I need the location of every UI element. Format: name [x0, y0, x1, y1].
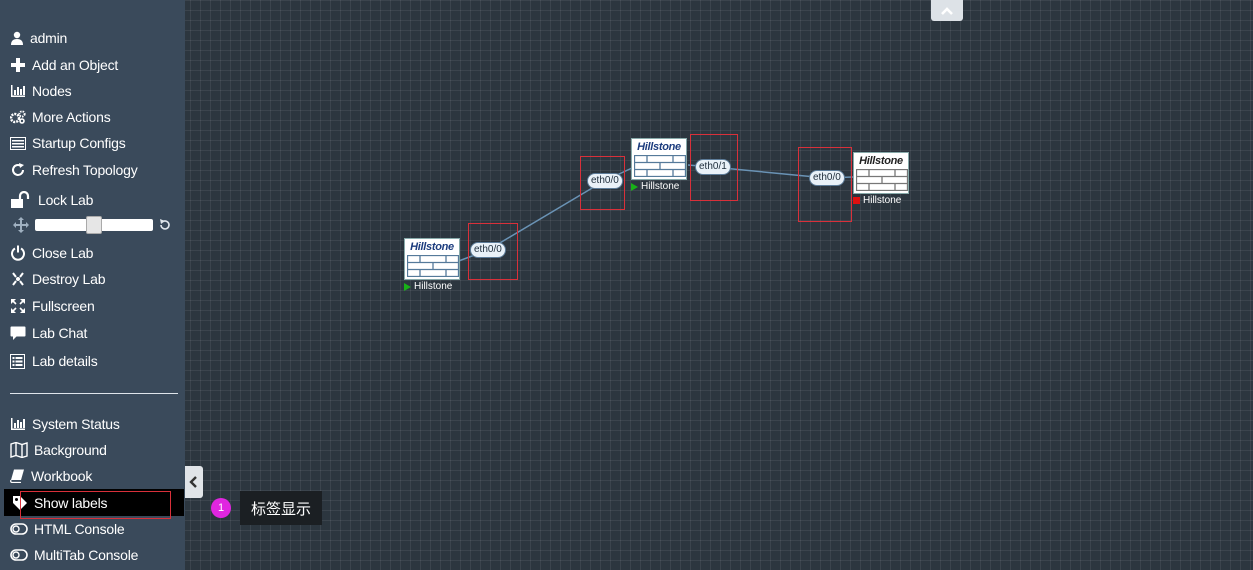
- zoom-slider[interactable]: [35, 216, 153, 234]
- sidebar-item-show-labels[interactable]: Show labels: [4, 489, 184, 516]
- sidebar-item-label: System Status: [32, 416, 120, 432]
- sidebar-item-label: More Actions: [32, 109, 111, 125]
- sidebar-item-label: Add an Object: [32, 57, 119, 73]
- sidebar: admin Add an Object Nodes More Actions S…: [0, 0, 185, 570]
- sidebar-item-workbook[interactable]: Workbook: [10, 464, 175, 488]
- tooltip-text: 标签显示: [240, 491, 322, 525]
- scroll-top-button[interactable]: [931, 0, 963, 21]
- sidebar-item-label: Close Lab: [32, 245, 94, 261]
- plus-icon: [11, 58, 25, 72]
- zoom-control: [12, 216, 172, 234]
- details-icon: [10, 353, 25, 369]
- sidebar-item-add-object[interactable]: Add an Object: [10, 53, 175, 77]
- node-brand: Hillstone: [410, 241, 454, 253]
- node-brand: Hillstone: [637, 141, 681, 153]
- sidebar-item-startup-configs[interactable]: Startup Configs: [10, 131, 175, 155]
- sidebar-item-label: Startup Configs: [32, 135, 126, 151]
- firewall-icon: Hillstone: [404, 238, 460, 280]
- node-label: Hillstone: [853, 195, 909, 206]
- interface-label[interactable]: eth0/0: [809, 170, 845, 186]
- sidebar-item-label: Workbook: [31, 468, 93, 484]
- link-node2-node3[interactable]: [711, 166, 827, 179]
- destroy-icon: [12, 272, 24, 286]
- node-brand: Hillstone: [859, 155, 903, 167]
- sidebar-item-html-console[interactable]: HTML Console: [10, 517, 175, 541]
- expand-icon: [11, 299, 25, 313]
- sidebar-item-lab-chat[interactable]: Lab Chat: [10, 321, 175, 345]
- node-label: Hillstone: [404, 281, 460, 292]
- sidebar-item-refresh-topology[interactable]: Refresh Topology: [10, 158, 175, 182]
- refresh-icon: [12, 163, 24, 176]
- reset-zoom-icon[interactable]: [158, 218, 172, 232]
- node-1[interactable]: Hillstone Hillstone: [404, 238, 460, 292]
- sidebar-item-nodes[interactable]: Nodes: [10, 79, 175, 103]
- sidebar-item-background[interactable]: Background: [10, 438, 175, 462]
- sidebar-item-label: Refresh Topology: [32, 162, 138, 178]
- power-icon: [11, 245, 25, 261]
- chevron-left-icon: [189, 476, 197, 488]
- zoom-slider-thumb[interactable]: [86, 216, 102, 234]
- chat-icon: [10, 326, 26, 340]
- chevron-up-icon: [941, 6, 953, 15]
- running-status-icon: [631, 182, 638, 191]
- sidebar-item-label: HTML Console: [34, 521, 125, 537]
- sidebar-divider: [10, 393, 178, 394]
- running-status-icon: [404, 282, 411, 291]
- user-icon: [11, 31, 23, 45]
- sidebar-item-label: Fullscreen: [32, 298, 95, 314]
- node-name: Hillstone: [641, 181, 680, 192]
- node-2[interactable]: Hillstone Hillstone: [631, 138, 687, 192]
- toggle-icon: [10, 549, 28, 561]
- interface-label[interactable]: eth0/0: [470, 242, 506, 258]
- sidebar-user-label: admin: [30, 30, 68, 46]
- unlock-icon: [11, 191, 30, 208]
- toggle-icon: [10, 523, 28, 535]
- sidebar-item-label: Lab Chat: [32, 325, 88, 341]
- tag-icon: [13, 495, 27, 510]
- sidebar-user[interactable]: admin: [10, 26, 175, 50]
- move-icon[interactable]: [12, 216, 30, 234]
- sidebar-item-label: Background: [34, 442, 107, 458]
- gears-icon: [10, 110, 26, 124]
- sidebar-item-lock-lab[interactable]: Lock Lab: [10, 188, 175, 212]
- sidebar-item-label: Lock Lab: [38, 192, 94, 208]
- firewall-icon: Hillstone: [631, 138, 687, 180]
- firewall-icon: Hillstone: [853, 152, 909, 194]
- tooltip-badge: 1: [211, 498, 231, 518]
- list-icon: [10, 136, 26, 150]
- node-name: Hillstone: [414, 281, 453, 292]
- sidebar-item-system-status[interactable]: System Status: [10, 412, 175, 436]
- link-node1-node2[interactable]: [487, 180, 605, 251]
- stopped-status-icon: [853, 197, 860, 204]
- sidebar-item-multitab-console[interactable]: MultiTab Console: [10, 543, 175, 567]
- sidebar-item-label: Lab details: [32, 353, 98, 369]
- interface-label[interactable]: eth0/1: [695, 159, 731, 175]
- sidebar-item-destroy-lab[interactable]: Destroy Lab: [10, 267, 175, 291]
- collapse-sidebar-button[interactable]: [185, 466, 203, 498]
- interface-label[interactable]: eth0/0: [587, 173, 623, 189]
- sidebar-item-label: Nodes: [32, 83, 72, 99]
- sidebar-item-label: Show labels: [34, 494, 108, 511]
- bar-chart-icon: [11, 418, 25, 430]
- sidebar-item-label: MultiTab Console: [34, 547, 139, 563]
- node-3[interactable]: Hillstone Hillstone: [853, 152, 909, 206]
- sidebar-item-label: Destroy Lab: [32, 271, 106, 287]
- sidebar-item-more-actions[interactable]: More Actions: [10, 105, 175, 129]
- map-icon: [10, 442, 28, 458]
- node-label: Hillstone: [631, 181, 687, 192]
- sidebar-item-lab-details[interactable]: Lab details: [10, 349, 175, 373]
- bar-chart-icon: [11, 85, 25, 97]
- node-name: Hillstone: [863, 195, 902, 206]
- sidebar-item-fullscreen[interactable]: Fullscreen: [10, 294, 175, 318]
- book-icon: [10, 469, 24, 483]
- sidebar-item-close-lab[interactable]: Close Lab: [10, 241, 175, 265]
